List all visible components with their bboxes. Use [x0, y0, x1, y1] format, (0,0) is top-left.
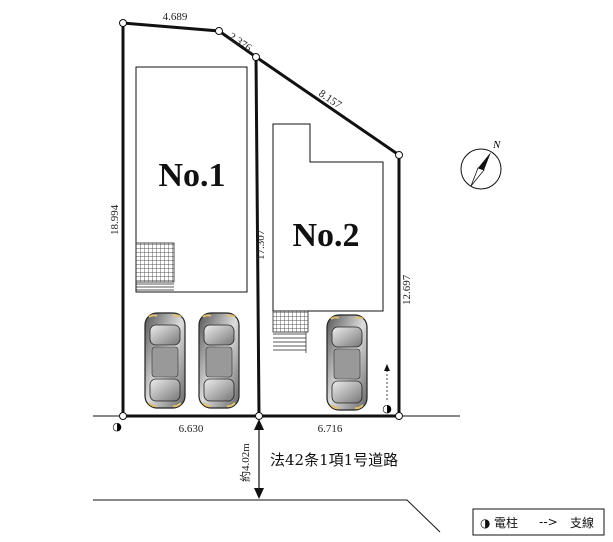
- north-compass-icon: N: [460, 139, 502, 190]
- stairs-2: [273, 332, 307, 353]
- car-icon: [326, 314, 368, 411]
- utility-pole-icon: ◑: [112, 420, 122, 433]
- legend-pole-label: 電柱: [494, 515, 518, 530]
- car-icon: [198, 312, 240, 409]
- compass-label: N: [492, 139, 501, 151]
- car-icon: [144, 312, 186, 409]
- building-no1: [135, 66, 248, 293]
- dim-frontage-1: 6.630: [179, 423, 204, 435]
- road-label: 法42条1項1号道路: [270, 451, 398, 469]
- entrance-grid-1: [135, 242, 175, 283]
- road-width: 約4.02m: [238, 443, 252, 482]
- lot-label-no2: No.2: [292, 217, 359, 254]
- legend-stay-symbol: -->: [539, 515, 558, 529]
- utility-pole-icon: ◑: [382, 402, 392, 415]
- stairs-1: [136, 283, 174, 291]
- dim-divider: 17.307: [255, 229, 267, 260]
- lot-label-no1: No.1: [158, 157, 225, 194]
- dim-left: 18.994: [109, 204, 121, 235]
- lot-divider: [254, 56, 261, 417]
- legend-box: [472, 508, 605, 536]
- road-far-edge-line: [93, 499, 441, 533]
- legend-pole-symbol: ◑: [480, 516, 491, 530]
- legend-stay-label: 支線: [570, 515, 594, 530]
- dim-frontage-2: 6.716: [318, 423, 343, 435]
- dim-right: 12.697: [401, 274, 413, 305]
- dim-top-left: 4.689: [163, 11, 188, 23]
- entrance-grid-2: [272, 310, 309, 333]
